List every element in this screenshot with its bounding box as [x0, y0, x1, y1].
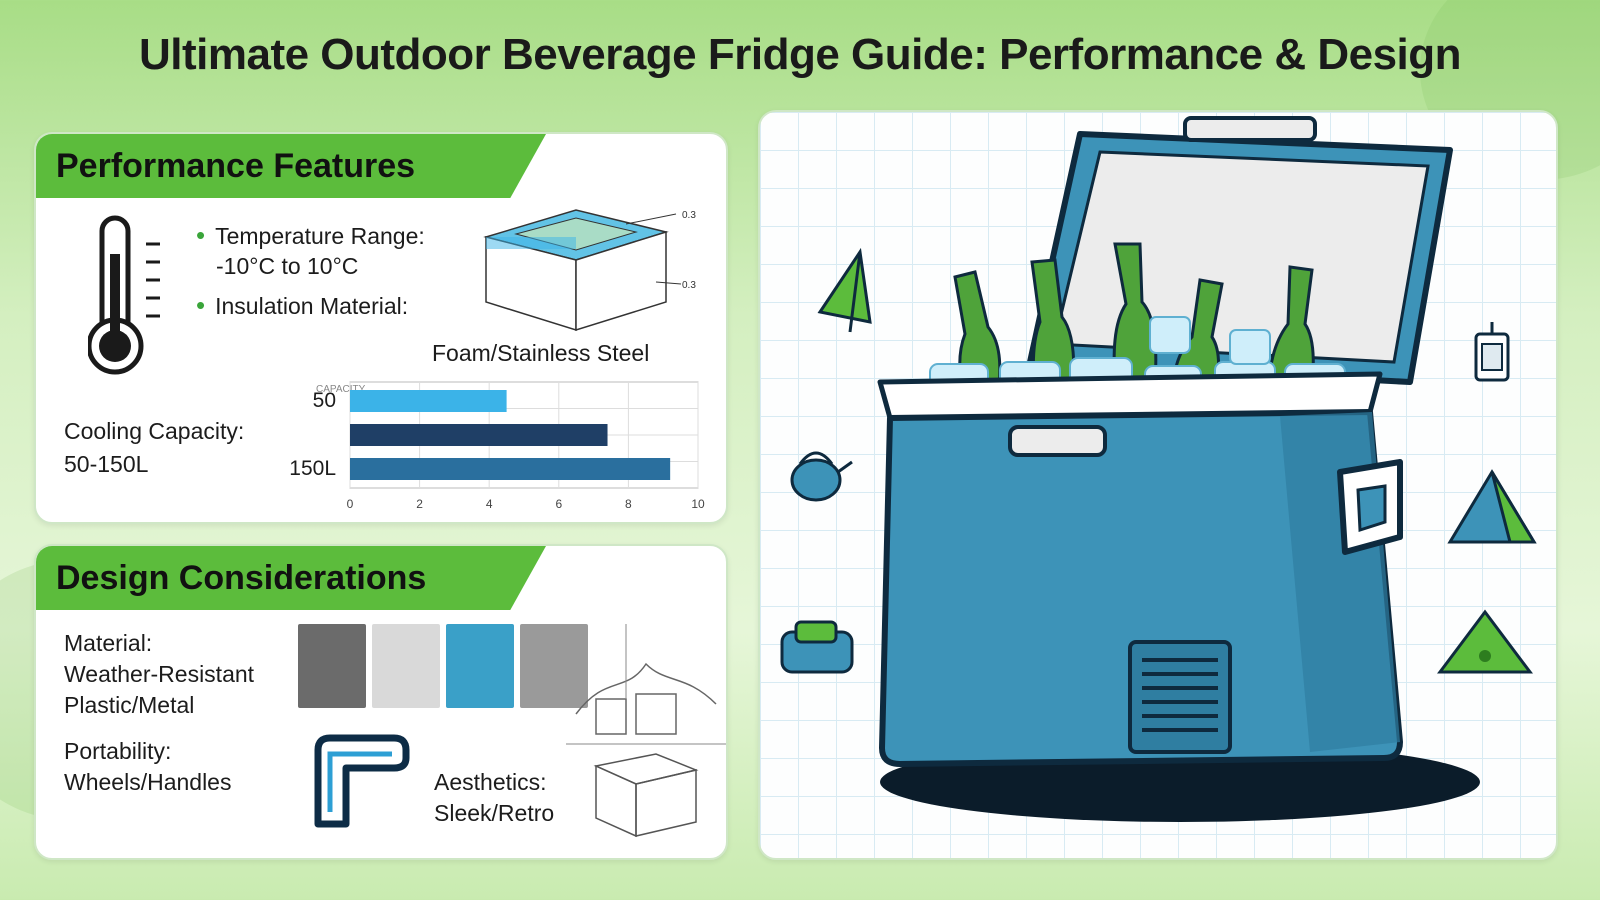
chart-x-tick-label: 4: [486, 497, 493, 511]
chart-bar-label: 150L: [289, 457, 336, 480]
insulation-diagram-icon: 0.3 0.3: [483, 209, 696, 332]
aesthetics-label: Aesthetics:: [434, 769, 547, 795]
cooler-illustration-panel: [758, 110, 1558, 860]
chart-bar: [350, 424, 608, 446]
portability-label: Portability:: [64, 738, 172, 764]
insulation-label: Insulation Material:: [196, 290, 408, 322]
material-swatch: [520, 624, 588, 708]
portability-value: Wheels/Handles: [64, 769, 232, 795]
lantern-icon: [1474, 322, 1510, 382]
sketch-scene-icon: [566, 624, 726, 745]
chart-bar-label: 50: [313, 389, 336, 412]
cooler-body: [877, 371, 1403, 767]
material-label: Material:: [64, 630, 153, 656]
chart-x-tick-label: 10: [691, 497, 705, 511]
tent-icon: [1437, 609, 1533, 674]
page-title: Ultimate Outdoor Beverage Fridge Guide: …: [138, 30, 1462, 79]
material-swatch: [446, 624, 514, 708]
performance-panel: Performance Features Temperature Range: …: [34, 132, 728, 524]
cooling-label: Cooling Capacity:: [64, 418, 245, 444]
material-value-line-1: Weather-Resistant: [64, 661, 255, 687]
material-value-line-2: Plastic/Metal: [64, 692, 195, 718]
front-latch-handle: [1008, 425, 1107, 457]
flag-icon: [817, 247, 872, 333]
material-swatch: [372, 624, 440, 708]
temperature-label: Temperature Range:: [196, 220, 425, 252]
insulation-value: Foam/Stainless Steel: [432, 340, 650, 366]
aesthetics-value: Sleek/Retro: [434, 800, 555, 826]
bag-icon: [780, 620, 854, 674]
diagram-label-2: 0.3: [682, 280, 696, 291]
vent-grille: [1128, 640, 1232, 754]
temperature-value: -10°C to 10°C: [216, 253, 359, 279]
handle-icon: [314, 734, 410, 828]
sketch-box-icon: [593, 753, 699, 838]
design-heading: Design Considerations: [36, 546, 546, 610]
chart-title: CAPACITY: [316, 384, 366, 395]
tent-icon: [1447, 469, 1537, 544]
chart-bar: [350, 458, 671, 480]
design-panel: Design Considerations Material: Weather-…: [34, 544, 728, 860]
material-swatch: [298, 624, 366, 708]
chart-x-tick-label: 0: [347, 497, 354, 511]
chart-x-tick-label: 6: [555, 497, 562, 511]
cooling-value: 50-150L: [64, 451, 149, 477]
performance-heading: Performance Features: [36, 134, 546, 198]
cooler-illustration: [780, 116, 1537, 822]
thermometer-icon: [88, 215, 160, 375]
kettle-icon: [790, 451, 853, 502]
chart-x-tick-label: 8: [625, 497, 632, 511]
chart-x-tick-label: 2: [416, 497, 423, 511]
diagram-label-1: 0.3: [682, 210, 696, 221]
chart-bar: [350, 390, 507, 412]
